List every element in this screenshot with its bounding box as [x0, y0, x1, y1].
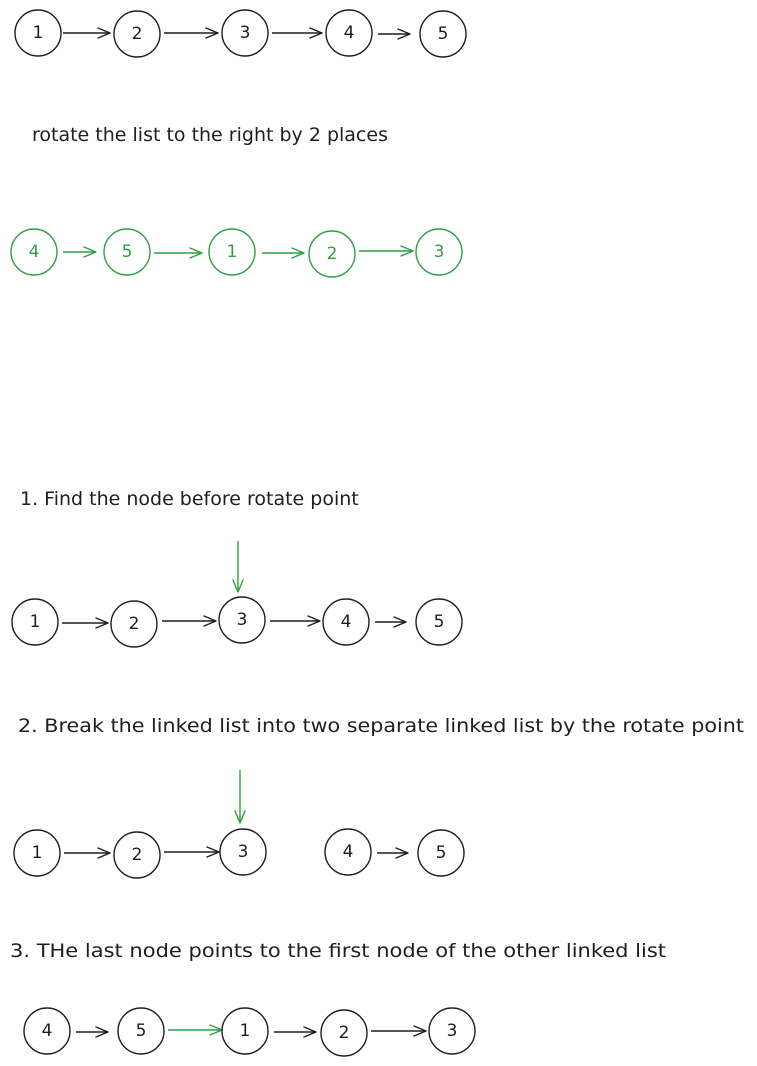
- node-label: 3: [237, 610, 248, 630]
- list-node: 1: [208, 228, 256, 276]
- list-node: 4: [325, 9, 373, 57]
- node-label: 4: [343, 842, 354, 862]
- list-node: 2: [320, 1009, 368, 1057]
- list-node: 2: [308, 230, 356, 278]
- node-label: 5: [434, 612, 445, 632]
- node-label: 2: [339, 1023, 350, 1043]
- node-label: 4: [344, 23, 355, 43]
- intro-caption: rotate the list to the right by 2 places: [32, 124, 388, 146]
- node-label: 5: [436, 843, 447, 863]
- list-node: 4: [324, 828, 372, 876]
- node-label: 3: [434, 242, 445, 262]
- step2-second-list: 4 5: [324, 828, 465, 877]
- node-label: 1: [32, 843, 43, 863]
- step1-list: 1 2 3 4 5: [11, 596, 463, 648]
- list-node: 5: [117, 1007, 165, 1055]
- original-list: 1 2 3 4 5: [14, 9, 467, 58]
- list-node: 2: [110, 600, 158, 648]
- rotated-list: 4 5 1 2 3: [10, 228, 463, 278]
- node-label: 2: [132, 24, 143, 44]
- node-label: 1: [240, 1021, 251, 1041]
- node-label: 4: [42, 1021, 53, 1041]
- list-node: 1: [14, 9, 62, 57]
- node-label: 5: [136, 1021, 147, 1041]
- node-label: 4: [29, 242, 40, 262]
- node-label: 1: [30, 612, 41, 632]
- step1-caption: 1. Find the node before rotate point: [20, 488, 359, 510]
- list-node: 5: [417, 829, 465, 877]
- list-node: 3: [218, 596, 266, 644]
- node-label: 2: [132, 845, 143, 865]
- node-label: 1: [227, 242, 238, 262]
- list-node: 2: [113, 831, 161, 879]
- list-node: 4: [322, 598, 370, 646]
- step3-list: 4 5 1 2 3: [23, 1007, 476, 1057]
- list-node: 1: [11, 598, 59, 646]
- step2-first-list: 1 2 3: [13, 828, 267, 879]
- node-label: 3: [447, 1021, 458, 1041]
- step3-caption: 3. THe last node points to the first nod…: [10, 940, 666, 962]
- list-node: 4: [23, 1007, 71, 1055]
- node-label: 4: [341, 612, 352, 632]
- list-node: 5: [103, 228, 151, 276]
- list-node: 3: [219, 828, 267, 876]
- step2-caption: 2. Break the linked list into two separa…: [18, 715, 744, 737]
- node-label: 5: [122, 242, 133, 262]
- node-label: 5: [438, 24, 449, 44]
- list-node: 5: [419, 10, 467, 58]
- list-node: 3: [428, 1007, 476, 1055]
- node-label: 2: [129, 614, 140, 634]
- node-label: 2: [327, 244, 338, 264]
- node-label: 1: [33, 23, 44, 43]
- list-node: 3: [221, 9, 269, 57]
- node-label: 3: [240, 23, 251, 43]
- list-node: 3: [415, 228, 463, 276]
- node-label: 3: [238, 842, 249, 862]
- list-node: 2: [113, 10, 161, 58]
- list-node: 1: [221, 1007, 269, 1055]
- list-node: 1: [13, 829, 61, 877]
- list-node: 5: [415, 598, 463, 646]
- list-node: 4: [10, 228, 58, 276]
